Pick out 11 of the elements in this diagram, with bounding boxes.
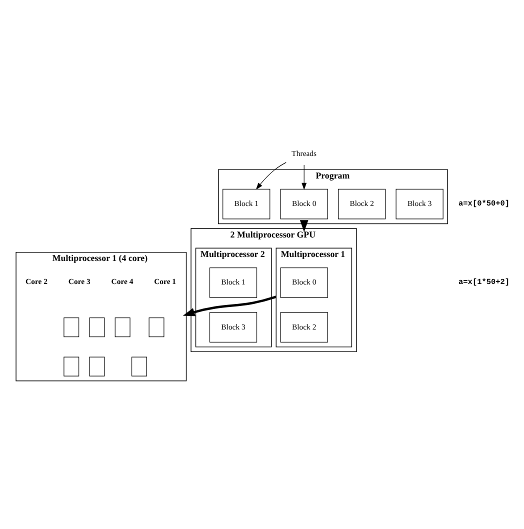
node-box <box>89 317 105 338</box>
arrow <box>256 162 286 190</box>
arrow <box>182 296 277 316</box>
node-box <box>132 356 147 376</box>
node-box <box>148 317 164 338</box>
node-box <box>89 356 105 376</box>
arrow <box>300 220 308 232</box>
arrow <box>302 164 307 190</box>
node-box <box>64 317 80 338</box>
node-box <box>114 317 130 338</box>
node-box <box>64 356 80 376</box>
